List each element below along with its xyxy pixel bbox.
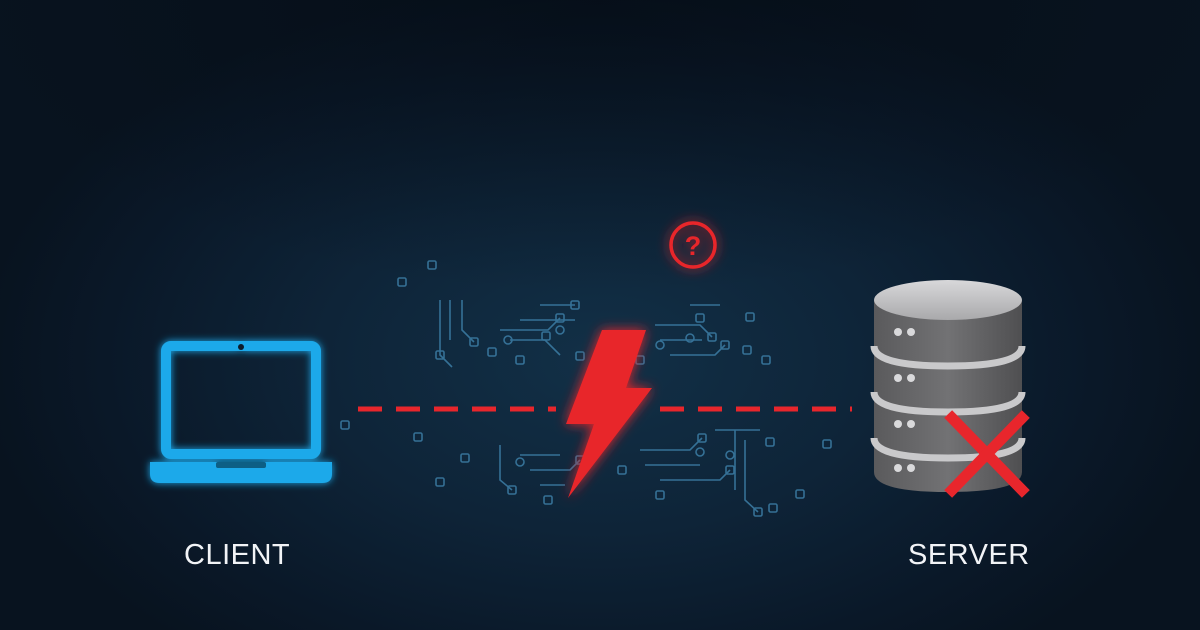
laptop-icon [150,341,332,483]
database-server-icon [870,280,1026,492]
svg-text:?: ? [685,231,702,261]
cross-icon [944,410,1030,498]
server-label: SERVER [908,539,1030,571]
client-label: CLIENT [184,539,291,571]
question-mark-icon: ? [669,221,717,269]
circuit-pattern [340,260,832,517]
lightning-bolt-icon [566,330,652,498]
